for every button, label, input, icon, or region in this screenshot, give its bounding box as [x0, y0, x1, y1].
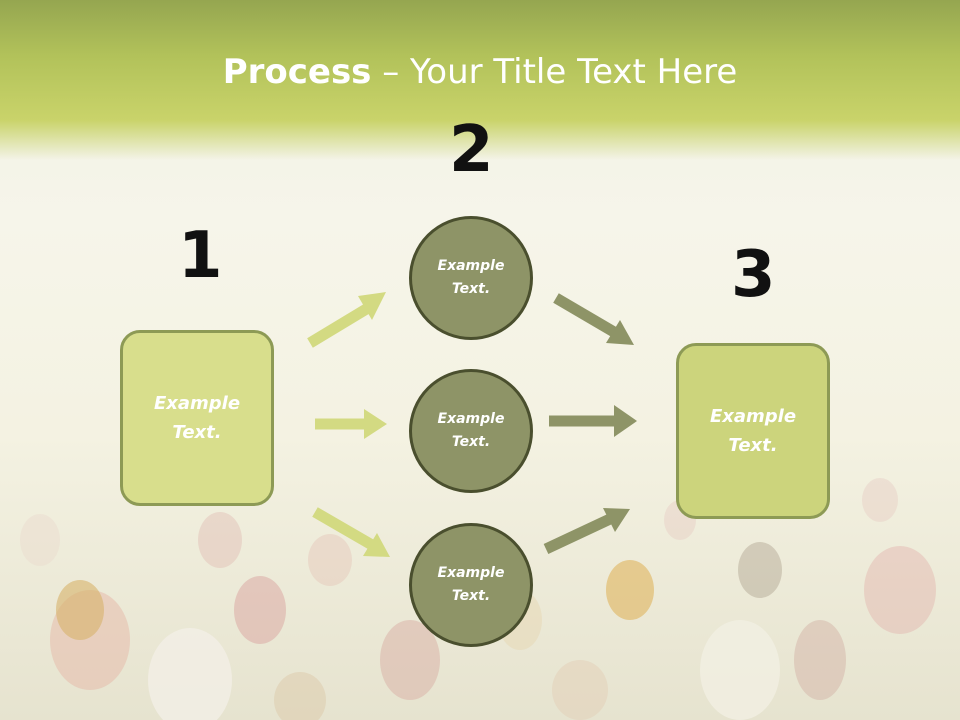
step-2-circle-middle: Example Text.	[409, 369, 533, 493]
circle-bottom-text: Example Text.	[437, 565, 505, 604]
circle-top-text: Example Text.	[437, 258, 505, 297]
title-rest: – Your Title Text Here	[371, 52, 738, 92]
arrow-left-to-bottom	[312, 507, 390, 557]
step-3-box: Example Text.	[676, 343, 830, 519]
header-band	[0, 0, 960, 160]
title-bold: Process	[222, 52, 372, 92]
arrow-bottom-to-right	[543, 508, 630, 554]
step-number-3: 3	[731, 238, 776, 312]
arrow-left-to-top	[307, 292, 386, 348]
step-1-box: Example Text.	[120, 330, 274, 506]
step-2-circle-top: Example Text.	[409, 216, 533, 340]
step-number-1: 1	[178, 219, 223, 293]
arrow-left-to-middle	[315, 409, 387, 439]
step-2-circle-bottom: Example Text.	[409, 523, 533, 647]
circle-middle-text: Example Text.	[437, 411, 505, 450]
arrow-middle-to-right	[549, 405, 637, 437]
step-3-box-text: Example Text.	[709, 406, 797, 456]
step-1-box-text: Example Text.	[153, 393, 241, 443]
step-number-2: 2	[449, 113, 494, 187]
slide-title: Process – Your Title Text Here	[0, 52, 960, 92]
arrow-top-to-right	[553, 293, 634, 345]
